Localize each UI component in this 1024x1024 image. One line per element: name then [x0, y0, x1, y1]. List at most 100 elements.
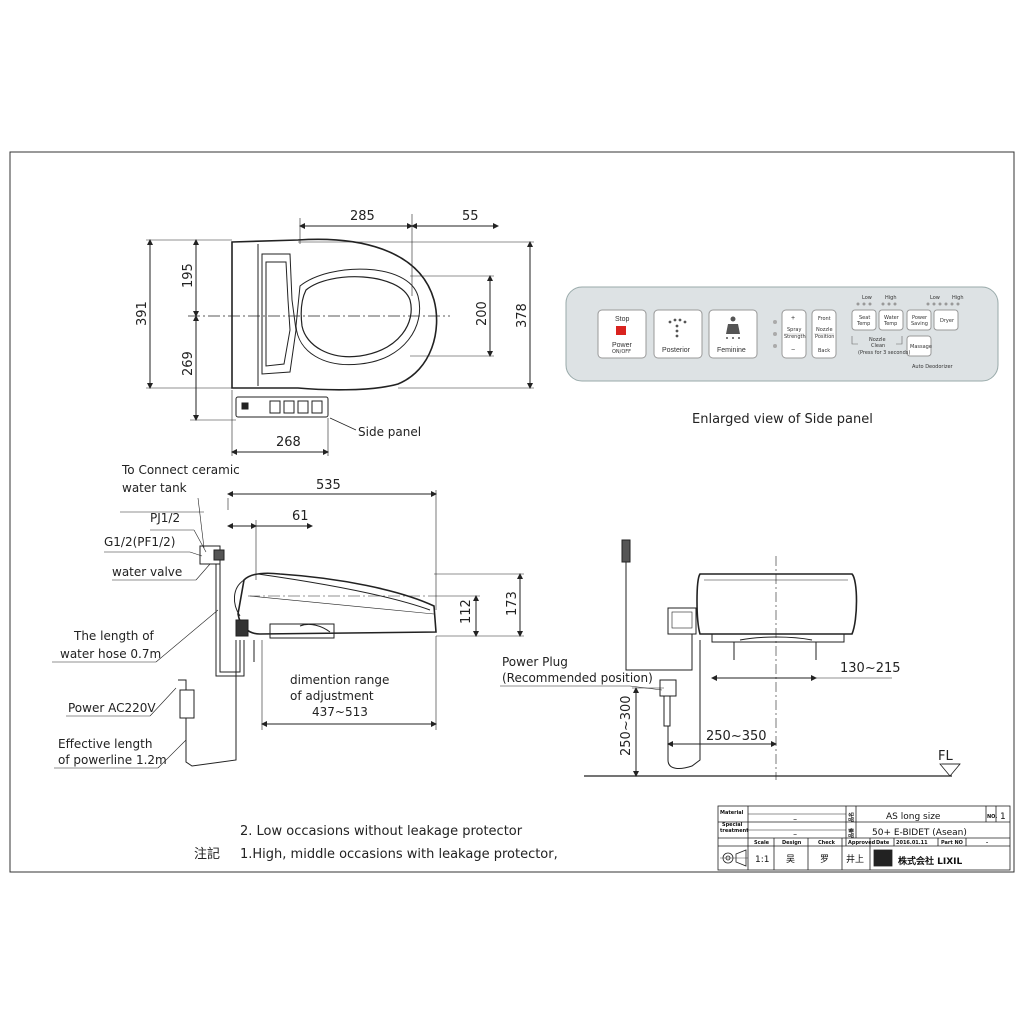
seat-temp-1: Seat — [859, 315, 870, 321]
side-panel-enlarged — [565, 286, 999, 382]
feminine-icon — [726, 316, 740, 339]
designer-value: 吴 — [786, 854, 795, 865]
water-temp-2: Temp — [883, 321, 897, 327]
back-label: Back — [818, 348, 830, 354]
notes-kanji: 注記 — [194, 846, 220, 862]
range-label-3: 437~513 — [312, 705, 368, 719]
massage-label: Massage — [910, 344, 932, 350]
drawing-frame — [9, 151, 1015, 873]
name-label: 品名 — [848, 812, 855, 822]
range-label-2: of adjustment — [290, 689, 374, 703]
dim-268: 268 — [276, 435, 301, 450]
posterior-label: Posterior — [662, 347, 691, 354]
note-2: 2. Low occasions without leakage protect… — [240, 824, 523, 839]
front-view — [500, 539, 961, 780]
effective-label-1: Effective length — [58, 737, 152, 751]
press-note: (Press for 3 seconds) — [858, 350, 910, 356]
pj-label: PJ1/2 — [150, 511, 180, 525]
high-label-2: High — [952, 295, 964, 301]
dim-269: 269 — [181, 351, 196, 376]
side-view — [52, 490, 524, 769]
water-valve-label: water valve — [112, 565, 182, 579]
side-panel-label: Side panel — [358, 425, 421, 439]
material-value: − — [793, 817, 797, 823]
dim-195: 195 — [181, 263, 196, 288]
hose-label-2: water hose 0.7m — [60, 647, 161, 661]
dim-130-215: 130~215 — [840, 661, 901, 676]
spray-label-2: Strength — [784, 334, 806, 340]
spray-label-1: Spray — [787, 327, 801, 333]
nozzle-label-1: Nozzle — [816, 327, 833, 333]
dim-173: 173 — [505, 591, 520, 616]
nozzle-clean-2: Clean — [871, 343, 885, 349]
company-name: 株式会社 LIXIL — [898, 855, 963, 867]
sheet-number: 1 — [1000, 812, 1006, 822]
dim-250-300: 250~300 — [619, 695, 634, 756]
posterior-icon — [668, 318, 687, 338]
checker-value: 罗 — [820, 854, 829, 865]
approved-header: Approved — [848, 840, 876, 846]
water-temp-1: Water — [884, 315, 900, 321]
fl-label: FL — [938, 749, 953, 764]
dim-535: 535 — [316, 478, 341, 493]
dryer-label: Dryer — [940, 318, 955, 324]
spray-minus: − — [791, 347, 795, 354]
special-label: Special — [722, 822, 743, 828]
low-label-2: Low — [930, 295, 940, 301]
power-ac-label: Power AC220V — [68, 701, 156, 715]
approver-value: 井上 — [846, 853, 864, 865]
dim-285: 285 — [350, 209, 375, 224]
note-1: 1.High, middle occasions with leakage pr… — [240, 847, 558, 862]
dim-61: 61 — [292, 509, 309, 524]
auto-deodorizer-label: Auto Deodorizer — [912, 364, 954, 370]
date-header: Date — [876, 840, 890, 846]
power-saving-2: Saving — [911, 321, 928, 327]
low-label-1: Low — [862, 295, 872, 301]
front-label: Front — [818, 316, 831, 322]
material-label: Material — [720, 810, 744, 816]
scale-header: Scale — [754, 840, 770, 846]
dim-378: 378 — [515, 303, 530, 328]
power-plug-label-1: Power Plug — [502, 655, 568, 669]
product-model: 50+ E-BIDET (Asean) — [872, 828, 967, 838]
projection-symbol-icon — [720, 849, 748, 867]
g-label: G1/2(PF1/2) — [104, 535, 175, 549]
hose-label-1: The length of — [73, 629, 155, 643]
power-label: Power — [612, 342, 633, 349]
product-name: AS long size — [886, 812, 941, 822]
connect-label-1: To Connect ceramic — [121, 463, 240, 477]
high-label-1: High — [885, 295, 897, 301]
design-header: Design — [782, 840, 802, 846]
side-panel-caption: Enlarged view of Side panel — [692, 412, 873, 427]
stop-label: Stop — [615, 316, 630, 323]
stop-indicator-icon — [616, 326, 626, 335]
effective-label-2: of powerline 1.2m — [58, 753, 167, 767]
dim-200: 200 — [475, 301, 490, 326]
onoff-label: ON/OFF — [612, 349, 631, 355]
spray-plus: + — [791, 315, 795, 322]
model-label: 品番 — [848, 827, 855, 838]
date-value: 2016.01.11 — [896, 840, 928, 846]
dim-391: 391 — [135, 301, 150, 326]
title-block — [717, 805, 1011, 871]
power-saving-1: Power — [912, 315, 928, 321]
power-plug-label-2: (Recommended position) — [502, 671, 653, 685]
feminine-label: Feminine — [717, 347, 746, 354]
nozzle-clean-1: Nozzle — [869, 337, 886, 343]
lixil-logo-icon — [873, 849, 893, 867]
scale-value: 1:1 — [755, 855, 769, 865]
dim-55: 55 — [462, 209, 479, 224]
part-value: - — [986, 840, 988, 846]
dim-112: 112 — [459, 599, 474, 624]
no-label: NO. — [987, 814, 997, 820]
seat-temp-2: Temp — [856, 321, 870, 327]
dim-250-350: 250~350 — [706, 729, 767, 744]
nozzle-label-2: Position — [815, 334, 834, 340]
treatment-label: treatment — [720, 828, 749, 834]
connect-label-2: water tank — [122, 481, 187, 495]
part-header: Part NO — [941, 840, 963, 846]
top-view — [146, 214, 534, 456]
special-value: − — [793, 832, 797, 838]
check-header: Check — [818, 840, 836, 846]
